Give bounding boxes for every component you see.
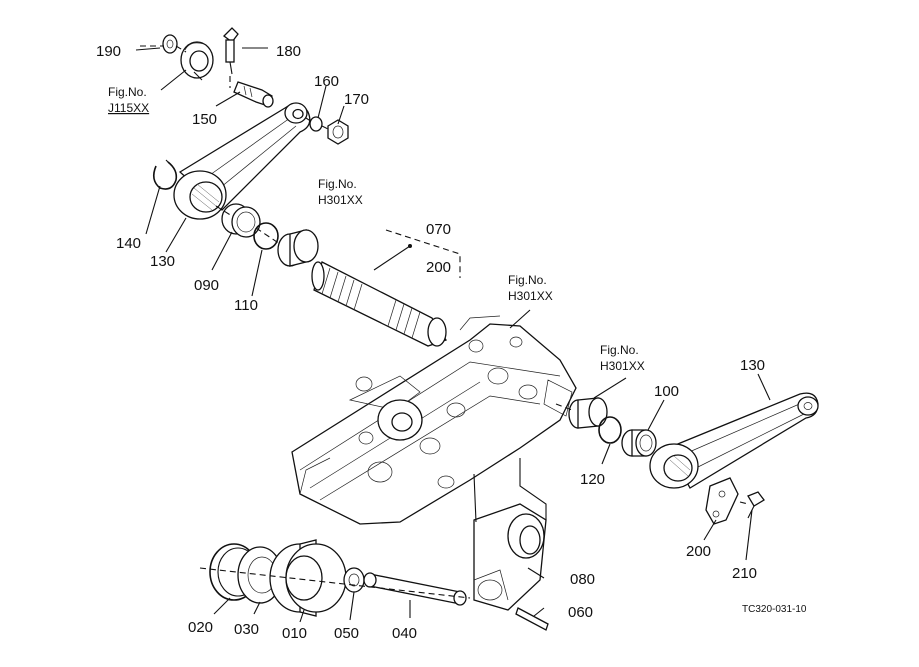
bushing-100 (621, 429, 657, 457)
part-label-040: 040 (392, 625, 417, 642)
part-label-100: 100 (654, 383, 679, 400)
hydraulic-housing (291, 315, 577, 525)
part-label-070: 070 (426, 221, 451, 238)
part-label-020: 020 (188, 619, 213, 636)
part-label-210: 210 (732, 565, 757, 582)
part-label-050: 050 (334, 625, 359, 642)
part-label-110: 110 (234, 297, 258, 314)
pin-150 (233, 81, 274, 108)
washer-190 (162, 34, 178, 54)
part-label-180: 180 (276, 43, 301, 60)
part-label-130-right: 130 (740, 357, 765, 374)
collar-h301-top (277, 229, 319, 267)
fig-ref-h301-top-code: H301XX (318, 193, 363, 207)
part-label-030: 030 (234, 621, 259, 638)
ring-050 (343, 567, 365, 593)
boot-j115 (180, 41, 214, 79)
fig-ref-h301-mid-title: Fig.No. (508, 273, 547, 287)
circlip-140 (152, 159, 178, 190)
part-label-200-top: 200 (426, 259, 451, 276)
lift-arm-left (173, 102, 311, 220)
part-label-080: 080 (570, 571, 595, 588)
rod-040 (363, 572, 467, 606)
nut-170 (327, 119, 349, 145)
fig-ref-h301-right-title: Fig.No. (600, 343, 639, 357)
bolt-210 (747, 491, 765, 519)
part-label-130-left: 130 (150, 253, 175, 270)
fig-ref-h301-top-title: Fig.No. (318, 177, 357, 191)
bracket-200-right (705, 477, 739, 525)
lift-shaft-070 (311, 261, 447, 347)
cylinder-arm-080 (473, 503, 547, 611)
part-label-150: 150 (192, 111, 217, 128)
fig-ref-h301-mid-code: H301XX (508, 289, 553, 303)
fig-ref-h301-right-code: H301XX (600, 359, 645, 373)
part-label-190: 190 (96, 43, 121, 60)
collar-h301-right (568, 397, 608, 429)
part-label-170: 170 (344, 91, 369, 108)
grease-fitting-180 (223, 27, 239, 75)
washer-160 (309, 116, 323, 132)
pin-060 (515, 607, 549, 631)
o-ring-120 (598, 416, 622, 444)
part-label-160: 160 (314, 73, 339, 90)
drawing-code: TC320-031-10 (742, 604, 807, 615)
part-label-060: 060 (568, 604, 593, 621)
piston-010 (269, 539, 347, 617)
part-label-140: 140 (116, 235, 141, 252)
part-label-200-right: 200 (686, 543, 711, 560)
lift-arm-right (649, 392, 819, 489)
o-ring-110 (253, 222, 279, 250)
part-label-090: 090 (194, 277, 219, 294)
fig-ref-j115-title: Fig.No. (108, 85, 147, 99)
bushing-090 (221, 203, 261, 238)
part-label-010: 010 (282, 625, 307, 642)
fig-ref-j115-code: J115XX (108, 101, 149, 115)
part-label-120: 120 (580, 471, 605, 488)
